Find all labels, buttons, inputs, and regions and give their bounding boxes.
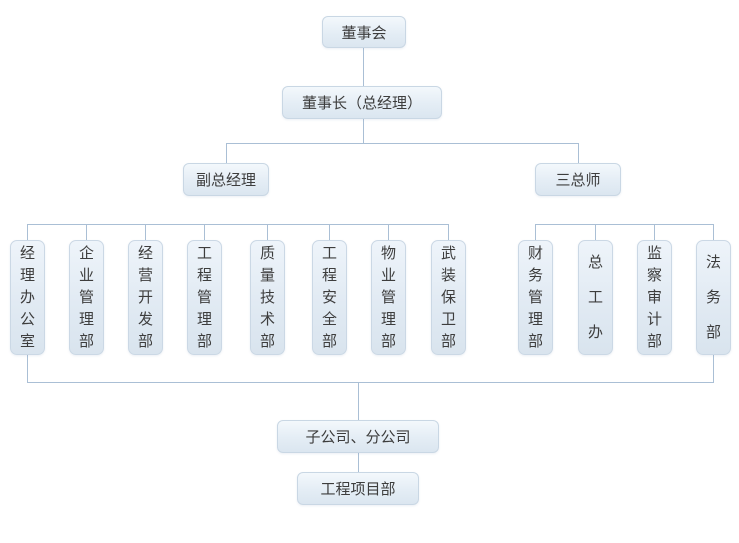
connector-line: [595, 224, 596, 240]
node-label: 经理办公室: [20, 244, 36, 350]
connector-line: [578, 143, 579, 163]
connector-line: [226, 143, 227, 163]
connector-line: [204, 224, 205, 240]
node-dept-armed-security: 武装保卫部: [431, 240, 466, 355]
node-label: 质量技术部: [260, 244, 276, 350]
connector-line: [535, 224, 714, 225]
node-dept-chief-engineer-office: 总工办: [578, 240, 613, 355]
connector-line: [358, 453, 359, 472]
node-label: 法务部: [706, 254, 722, 341]
node-project-dept: 工程项目部: [297, 472, 419, 505]
connector-line: [226, 143, 579, 144]
connector-line: [27, 224, 449, 225]
connector-line: [358, 382, 359, 420]
node-dept-supervision-audit: 监察审计部: [637, 240, 672, 355]
connector-line: [713, 224, 714, 240]
connector-line: [27, 224, 28, 240]
node-label: 工程安全部: [322, 244, 338, 350]
node-label: 总工办: [588, 254, 604, 341]
node-dept-enterprise-mgmt: 企业管理部: [69, 240, 104, 355]
connector-line: [388, 224, 389, 240]
connector-line: [713, 355, 714, 382]
connector-line: [329, 224, 330, 240]
connector-line: [448, 224, 449, 240]
node-label: 物业管理部: [381, 244, 397, 350]
connector-line: [267, 224, 268, 240]
node-label: 工程管理部: [197, 244, 213, 350]
connector-line: [654, 224, 655, 240]
connector-line: [363, 119, 364, 143]
connector-line: [535, 224, 536, 240]
connector-line: [145, 224, 146, 240]
node-label: 经营开发部: [138, 244, 154, 350]
node-label: 财务管理部: [528, 244, 544, 350]
node-label: 武装保卫部: [441, 244, 457, 350]
node-label: 企业管理部: [79, 244, 95, 350]
node-dept-property-mgmt: 物业管理部: [371, 240, 406, 355]
node-dept-quality-tech: 质量技术部: [250, 240, 285, 355]
node-board: 董事会: [322, 16, 406, 48]
node-dept-business-dev: 经营开发部: [128, 240, 163, 355]
node-deputy-gm: 副总经理: [183, 163, 269, 196]
node-three-chiefs: 三总师: [535, 163, 621, 196]
node-chairman: 董事长（总经理）: [282, 86, 442, 119]
connector-line: [363, 48, 364, 86]
node-subsidiaries: 子公司、分公司: [277, 420, 439, 453]
connector-line: [86, 224, 87, 240]
node-dept-legal: 法务部: [696, 240, 731, 355]
node-dept-engineering-mgmt: 工程管理部: [187, 240, 222, 355]
node-dept-engineering-safety: 工程安全部: [312, 240, 347, 355]
connector-line: [27, 355, 28, 382]
node-dept-manager-office: 经理办公室: [10, 240, 45, 355]
node-dept-finance-mgmt: 财务管理部: [518, 240, 553, 355]
connector-line: [27, 382, 714, 383]
node-label: 监察审计部: [647, 244, 663, 350]
